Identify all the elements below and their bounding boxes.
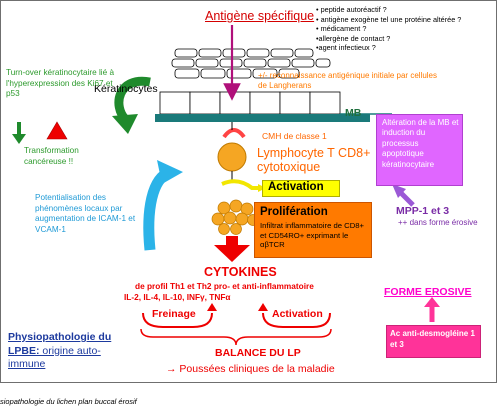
mhc-class1-receptor [222, 128, 246, 139]
keratinocytes-label: Kératinocytes [94, 83, 158, 95]
anti-desmoglein-box [386, 325, 481, 358]
transformation-text: Transformation cancéreuse !! [24, 146, 79, 166]
freinage-bracket-head [207, 303, 217, 311]
t-lymphocyte-cell [217, 142, 247, 172]
basement-membrane [155, 114, 370, 122]
turnover-arrowhead [112, 114, 138, 134]
activation-label: Activation [268, 181, 324, 193]
proliferation-title: Prolifération [260, 206, 328, 218]
balance-title: BALANCE DU LP [215, 347, 301, 359]
physiopathology-title-bold: Physiopathologie du LPBE: [8, 331, 112, 357]
turnover-text: Turn-over kératinocytaire lié à l'hypere… [6, 68, 114, 98]
balance-brace [140, 328, 332, 346]
warning-triangle-icon [46, 121, 68, 140]
down-arrow-shaft [17, 122, 21, 136]
down-arrow-head [12, 134, 26, 144]
antigen-candidate: • peptide autoréactif ? [316, 5, 387, 14]
mhc-label: CMH de classe 1 [262, 131, 327, 141]
alteration-box [376, 114, 463, 186]
lymphocyte-label: Lymphocyte T CD8+ cytotoxique [257, 146, 371, 174]
cytokines-list: IL-2, IL-4, IL-10, INFγ, TNFα [124, 292, 231, 302]
mpp-title: MPP-1 et 3 [396, 205, 450, 217]
mpp-subtitle: ++ dans forme érosive [398, 218, 478, 227]
mpp-arrow [398, 190, 415, 207]
basement-membrane-label: MB [345, 107, 362, 119]
anti-desmoglein-text: Ac anti-desmogléine 1 et 3 [390, 329, 475, 349]
alteration-text: Altération de la MB et induction du proc… [382, 118, 459, 169]
activation-bracket-head [258, 303, 268, 311]
activation-balance-label: Activation [272, 308, 323, 320]
down-red-arrow-shaft [226, 236, 238, 246]
activation-box [262, 180, 340, 197]
erosive-arrowhead [424, 297, 440, 307]
activation-arrow [221, 179, 262, 190]
freinage-label: Freinage [152, 308, 196, 320]
potentiation-text: Potentialisation des phénomènes locaux p… [35, 193, 136, 234]
cytokines-title: CYTOKINES [204, 265, 277, 279]
antigen-candidate: •allergène de contact ? [316, 33, 391, 43]
clinical-flares-text: → Poussées cliniques de la maladie [166, 363, 335, 375]
down-red-arrowhead [214, 245, 250, 262]
recognition-note: +/- reconnaissance antigénique initiale … [258, 71, 437, 90]
freinage-bracket [142, 312, 213, 328]
proliferation-text: Infiltrat inflammatoire de CD8+ et CD54R… [260, 221, 365, 250]
physiopathology-title-rest: origine auto-immune [8, 344, 101, 371]
keratinocyte-cell-row [159, 91, 341, 115]
erosive-form-title: FORME EROSIVE [384, 286, 472, 298]
antigen-title: Antigène spécifique [205, 9, 315, 23]
proliferation-box [254, 202, 372, 258]
antigen-candidate: • antigène exogène tel une protéine alté… [316, 14, 462, 24]
antigen-candidates-list: • peptide autoréactif ? • antigène exogè… [316, 5, 496, 53]
cytokines-profile: de profil Th1 et Th2 pro- et anti-inflam… [135, 281, 314, 291]
potentiation-arrowhead [157, 160, 183, 184]
proliferating-cells-cluster [211, 199, 259, 235]
mpp-arrowhead [392, 184, 406, 198]
figure-caption: siopathologie du lichen plan buccal éros… [0, 397, 137, 406]
antigen-candidate: •agent infectieux ? [316, 43, 376, 53]
antigen-candidate: • médicament ? [316, 24, 367, 34]
activation-bracket [262, 312, 331, 328]
physiopathology-title: Physiopathologie du LPBE: origine auto-i… [8, 331, 133, 372]
